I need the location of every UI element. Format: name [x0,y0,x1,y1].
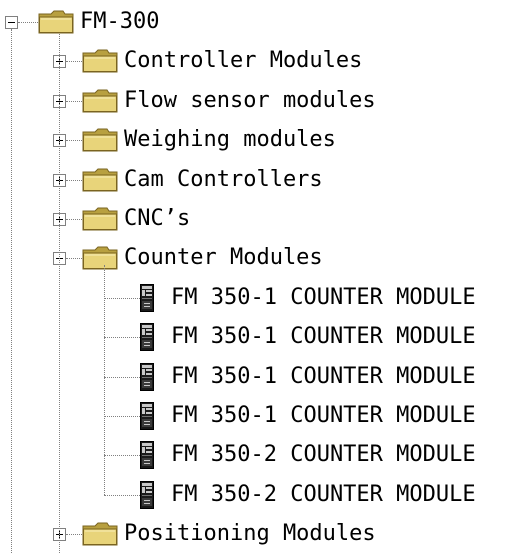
tree-child-module[interactable]: FM 350-1 COUNTER MODULE [140,320,476,354]
tree-group-weighing-modules-connector [66,140,82,141]
level-1-trunk-line [59,34,60,553]
tree-group-cam-controllers[interactable]: Cam Controllers [82,163,323,197]
tree-group-controller-modules-label: Controller Modules [124,48,363,73]
tree-group-counter-modules-connector [66,258,82,259]
tree-child-connector [104,495,140,496]
folder-icon [82,168,118,192]
module-icon [140,402,154,430]
root-trunk-line [11,29,12,553]
tree-group-counter-modules[interactable]: Counter Modules [82,241,323,275]
tree-child-connector [104,416,140,417]
tree-group-weighing-modules[interactable]: Weighing modules [82,123,336,157]
tree-group-flow-sensor-modules-label: Flow sensor modules [124,88,376,113]
module-icon [140,481,154,509]
tree-child-module-label: FM 350-1 COUNTER MODULE [171,364,476,389]
tree-group-positioning-modules[interactable]: Positioning Modules [82,517,376,551]
tree-child-module-label: FM 350-1 COUNTER MODULE [171,403,476,428]
tree-child-connector [104,377,140,378]
folder-icon [82,128,118,152]
tree-group-counter-modules-children-line [104,265,105,495]
folder-icon [82,49,118,73]
tree-group-cam-controllers-connector [66,180,82,181]
folder-icon [38,10,74,34]
folder-icon [82,207,118,231]
tree-group-cnc-s-label: CNC’s [124,206,191,231]
tree-group-positioning-modules-label: Positioning Modules [124,521,376,546]
tree-root-fm-300-label: FM-300 [80,9,160,34]
tree-root-fm-300[interactable]: FM-300 [38,5,159,39]
tree-child-module-label: FM 350-2 COUNTER MODULE [171,442,476,467]
tree-child-module[interactable]: FM 350-1 COUNTER MODULE [140,281,476,315]
tree-group-cnc-s[interactable]: CNC’s [82,202,190,236]
root-connector [18,22,38,23]
folder-icon [82,246,118,270]
folder-icon [82,89,118,113]
tree-group-flow-sensor-modules-connector [66,101,82,102]
tree-child-connector [104,455,140,456]
tree-root-minus-box-icon[interactable] [5,16,18,29]
tree-child-module-label: FM 350-1 COUNTER MODULE [171,285,476,310]
tree-child-connector [104,337,140,338]
tree-group-controller-modules-connector [66,61,82,62]
tree-child-module-label: FM 350-2 COUNTER MODULE [171,482,476,507]
tree-group-cnc-s-connector [66,219,82,220]
module-icon [140,323,154,351]
tree-child-module[interactable]: FM 350-1 COUNTER MODULE [140,360,476,394]
module-icon [140,284,154,312]
folder-icon [82,522,118,546]
tree-group-positioning-modules-connector [66,534,82,535]
tree-child-connector [104,298,140,299]
tree-child-module[interactable]: FM 350-2 COUNTER MODULE [140,478,476,512]
module-icon [140,363,154,391]
tree-group-controller-modules[interactable]: Controller Modules [82,44,362,78]
tree-child-module-label: FM 350-1 COUNTER MODULE [171,324,476,349]
tree-child-module[interactable]: FM 350-1 COUNTER MODULE [140,399,476,433]
module-icon [140,441,154,469]
tree-group-flow-sensor-modules[interactable]: Flow sensor modules [82,84,376,118]
tree-child-module[interactable]: FM 350-2 COUNTER MODULE [140,438,476,472]
tree-group-cam-controllers-label: Cam Controllers [124,167,323,192]
tree-group-counter-modules-label: Counter Modules [124,245,323,270]
tree-group-weighing-modules-label: Weighing modules [124,127,336,152]
